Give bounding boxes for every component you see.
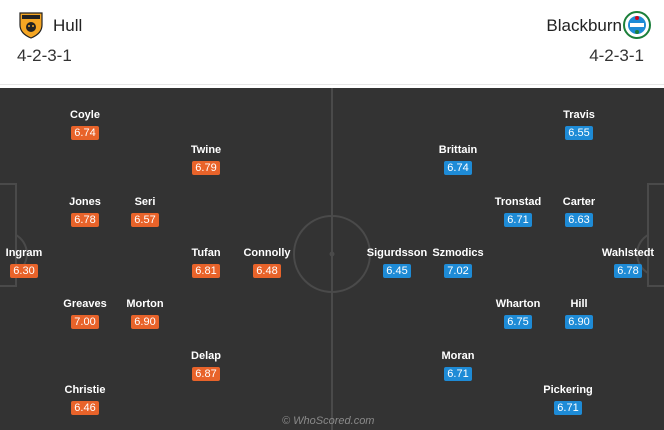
player-rating: 6.78: [614, 264, 642, 278]
home-player[interactable]: Seri 6.57: [100, 196, 190, 228]
player-name: Coyle: [70, 109, 100, 121]
player-name: Greaves: [63, 298, 107, 310]
player-rating: 6.90: [565, 315, 593, 329]
header-divider: [0, 84, 664, 85]
player-rating: 6.71: [504, 213, 532, 227]
player-rating: 6.30: [10, 264, 38, 278]
home-player[interactable]: Morton 6.90: [100, 298, 190, 330]
away-player[interactable]: Travis 6.55: [534, 109, 624, 141]
hull-city-crest-icon: [19, 12, 43, 39]
player-rating: 6.74: [444, 161, 472, 175]
away-player[interactable]: Szmodics 7.02: [413, 247, 503, 279]
home-player[interactable]: Delap 6.87: [161, 350, 251, 382]
home-player[interactable]: Twine 6.79: [161, 144, 251, 176]
player-rating: 6.79: [192, 161, 220, 175]
player-name: Brittain: [438, 144, 478, 156]
player-rating: 7.02: [444, 264, 472, 278]
player-name: Wahlstedt: [601, 247, 655, 259]
home-player[interactable]: Connolly 6.48: [222, 247, 312, 279]
home-player[interactable]: Tufan 6.81: [161, 247, 251, 279]
player-rating: 6.90: [131, 315, 159, 329]
match-header: Hull 4-2-3-1 Blackburn 4-2-3-1: [0, 0, 664, 88]
player-rating: 6.45: [383, 264, 411, 278]
home-player[interactable]: Christie 6.46: [40, 384, 130, 416]
away-team-name: Blackburn: [546, 16, 622, 35]
home-player[interactable]: Coyle 6.74: [40, 109, 130, 141]
pitch: Coyle 6.74 Twine 6.79 Jones 6.78 Seri 6.…: [0, 88, 664, 430]
player-rating: 6.78: [71, 213, 99, 227]
player-rating: 6.87: [192, 367, 220, 381]
player-rating: 6.63: [565, 213, 593, 227]
player-rating: 6.57: [131, 213, 159, 227]
player-name: Carter: [562, 196, 596, 208]
player-rating: 6.48: [253, 264, 281, 278]
watermark: © WhoScored.com: [282, 415, 375, 427]
away-player[interactable]: Moran 6.71: [413, 350, 503, 382]
player-name: Szmodics: [432, 247, 484, 259]
player-name: Christie: [64, 384, 106, 396]
player-name: Delap: [191, 350, 221, 362]
home-player[interactable]: Greaves 7.00: [40, 298, 130, 330]
player-name: Ingram: [5, 247, 43, 259]
player-name: Connolly: [243, 247, 291, 259]
player-rating: 6.71: [444, 367, 472, 381]
player-name: Pickering: [543, 384, 593, 396]
blackburn-rovers-crest-icon: [623, 11, 651, 39]
home-player[interactable]: Ingram 6.30: [0, 247, 69, 279]
player-rating: 6.55: [565, 126, 593, 140]
away-player[interactable]: Sigurdsson 6.45: [352, 247, 442, 279]
away-player[interactable]: Hill 6.90: [534, 298, 624, 330]
player-rating: 6.46: [71, 401, 99, 415]
player-rating: 6.75: [504, 315, 532, 329]
player-name: Hill: [570, 298, 588, 310]
home-player[interactable]: Jones 6.78: [40, 196, 130, 228]
player-name: Wharton: [495, 298, 541, 310]
away-player[interactable]: Wahlstedt 6.78: [583, 247, 664, 279]
player-rating: 6.71: [554, 401, 582, 415]
player-rating: 6.74: [71, 126, 99, 140]
home-team-name: Hull: [53, 16, 83, 35]
away-player[interactable]: Brittain 6.74: [413, 144, 503, 176]
player-rating: 7.00: [71, 315, 99, 329]
player-name: Twine: [190, 144, 222, 156]
player-name: Tufan: [191, 247, 221, 259]
away-player[interactable]: Carter 6.63: [534, 196, 624, 228]
home-formation: 4-2-3-1: [17, 46, 72, 65]
player-name: Seri: [134, 196, 156, 208]
away-formation: 4-2-3-1: [589, 46, 644, 65]
player-name: Jones: [69, 196, 101, 208]
player-name: Tronstad: [494, 196, 542, 208]
player-name: Moran: [441, 350, 475, 362]
away-player[interactable]: Wharton 6.75: [473, 298, 563, 330]
away-player[interactable]: Pickering 6.71: [523, 384, 613, 416]
player-name: Travis: [563, 109, 595, 121]
player-name: Morton: [126, 298, 164, 310]
away-player[interactable]: Tronstad 6.71: [473, 196, 563, 228]
player-rating: 6.81: [192, 264, 220, 278]
player-name: Sigurdsson: [366, 247, 428, 259]
pitch-markings: [0, 88, 664, 430]
